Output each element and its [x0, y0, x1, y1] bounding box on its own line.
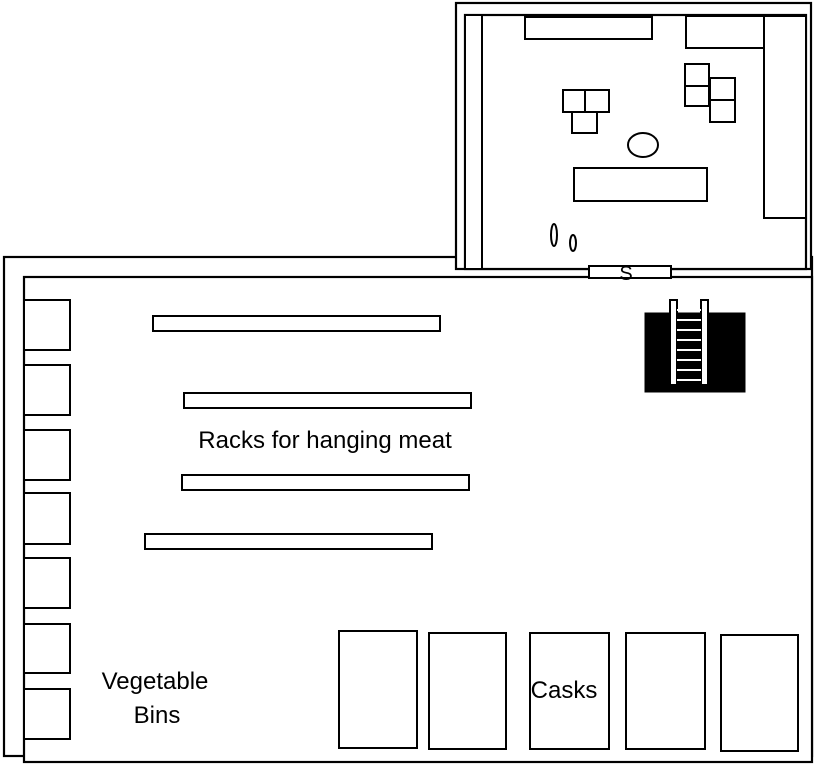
- crate: [562, 89, 586, 113]
- cask: [428, 632, 507, 750]
- vegetable-bins: [23, 299, 71, 740]
- vegetable-bin: [23, 299, 71, 351]
- racks-label: Racks for hanging meat: [198, 427, 452, 454]
- upper-room-left-wall-strip: [464, 14, 483, 270]
- door: S: [588, 263, 672, 285]
- work-table: [573, 167, 708, 202]
- casks-label: Casks: [531, 677, 598, 704]
- cask: [338, 630, 418, 749]
- ladder-hatch: [644, 299, 746, 393]
- crate: [571, 111, 598, 134]
- small-jug: [550, 223, 558, 247]
- upper-room-top-counter-right: [685, 15, 765, 49]
- vegetable-bin: [23, 623, 71, 674]
- casks: [338, 630, 799, 752]
- vegetable-bin: [23, 492, 71, 545]
- crate: [684, 63, 710, 87]
- ladder-rungs: [677, 309, 701, 381]
- vegetable-bin: [23, 429, 71, 481]
- crate: [709, 99, 736, 123]
- door-label: S: [619, 263, 632, 285]
- crate: [709, 77, 736, 101]
- meat-racks: [144, 315, 472, 550]
- vegetable-bins-label-line2: Bins: [134, 702, 181, 729]
- upper-room-top-shelf: [524, 16, 653, 40]
- ladder-rail-left: [669, 299, 678, 386]
- vegetable-bins-label-line1: Vegetable: [102, 668, 209, 695]
- vegetable-bin: [23, 557, 71, 609]
- round-stool: [627, 132, 659, 158]
- upper-room-right-counter: [763, 15, 807, 219]
- meat-rack: [183, 392, 472, 409]
- meat-rack: [144, 533, 433, 550]
- door-threshold: [588, 265, 672, 279]
- crate: [584, 89, 610, 113]
- small-jug: [569, 234, 577, 252]
- crate: [684, 85, 710, 107]
- meat-rack: [152, 315, 441, 332]
- meat-rack: [181, 474, 470, 491]
- vegetable-bin: [23, 364, 71, 416]
- upper-room: [454, 1, 813, 271]
- ladder-rail-right: [700, 299, 709, 386]
- cask: [625, 632, 706, 750]
- stairwell-opening: [644, 312, 746, 393]
- cask: [529, 632, 610, 750]
- cask: [720, 634, 799, 752]
- vegetable-bin: [23, 688, 71, 740]
